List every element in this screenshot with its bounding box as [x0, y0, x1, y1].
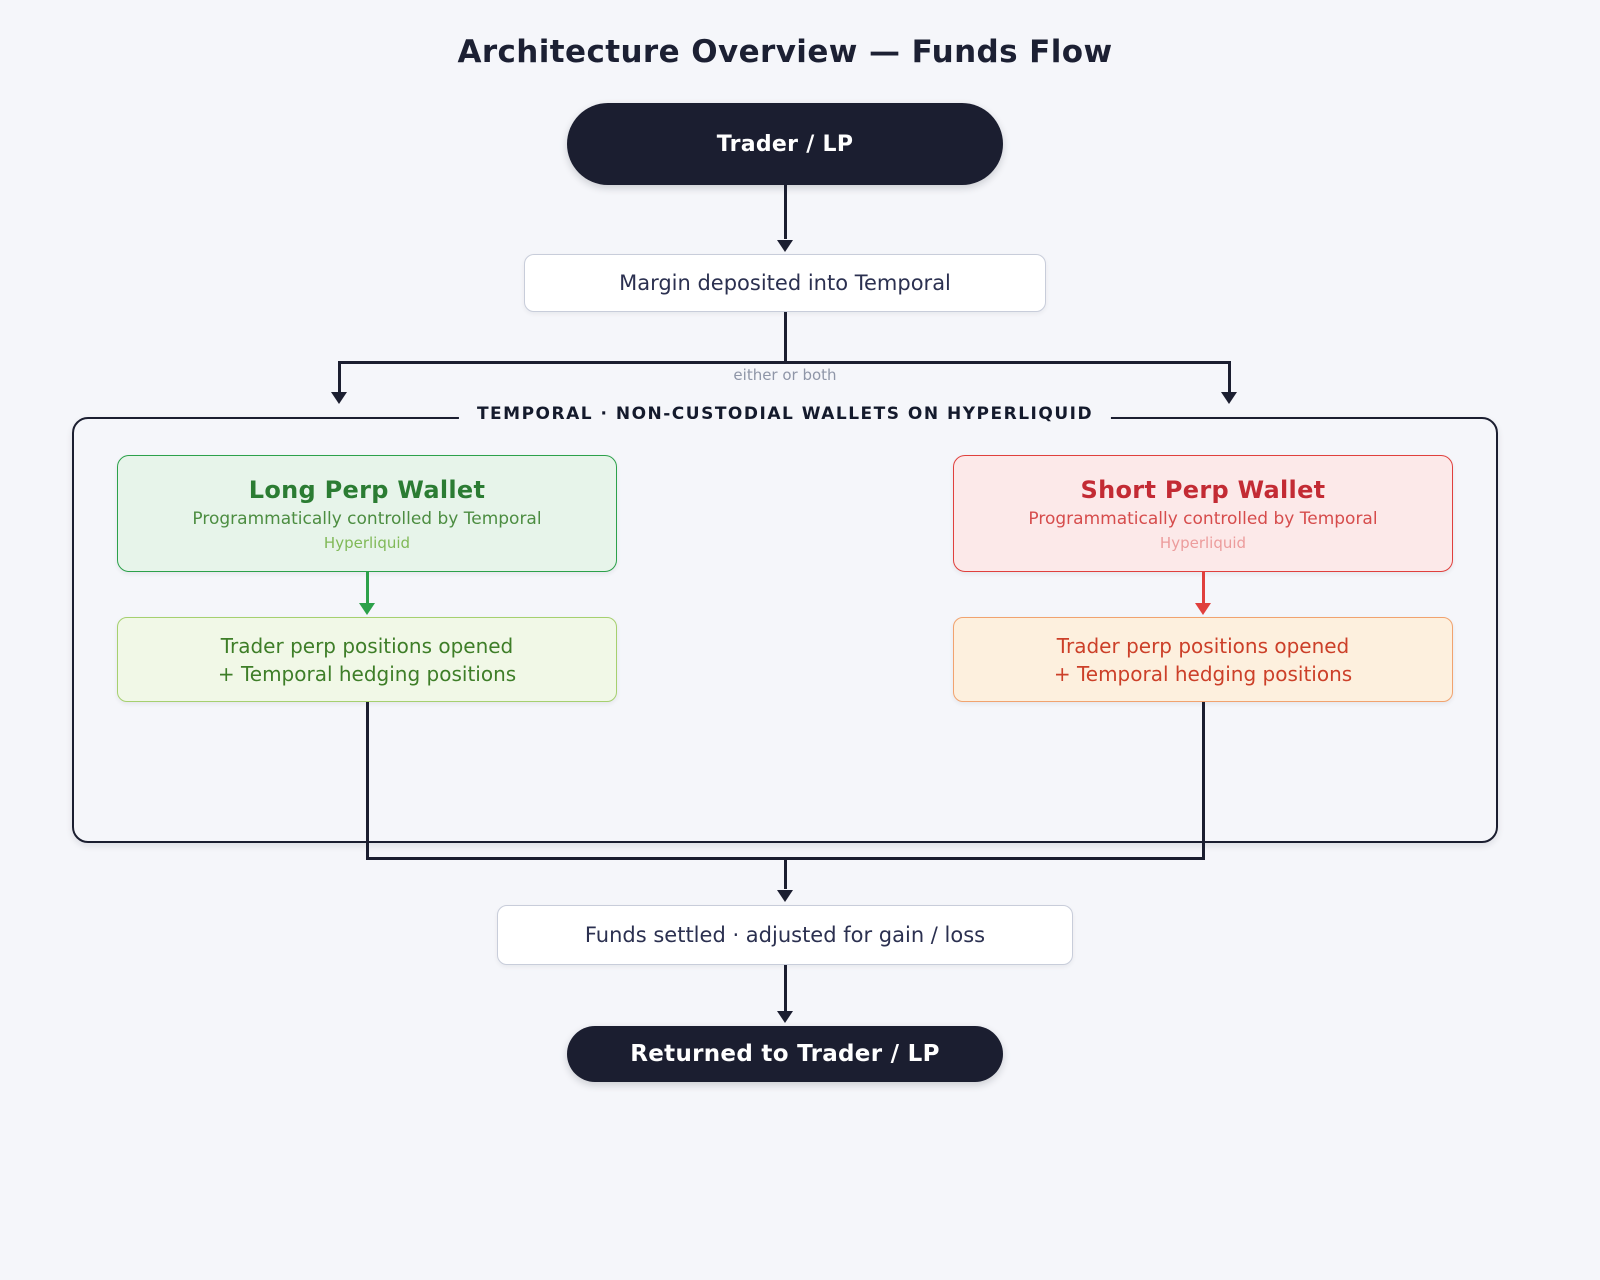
arrowhead-down-icon	[359, 603, 375, 615]
short-wallet-platform: Hyperliquid	[1159, 533, 1247, 552]
node-short-perp-wallet: Short Perp Wallet Programmatically contr…	[953, 455, 1453, 572]
short-wallet-title: Short Perp Wallet	[1080, 475, 1326, 504]
branch-horizontal-line	[338, 361, 1231, 364]
arrowhead-down-icon	[777, 890, 793, 902]
long-positions-line1: Trader perp positions opened	[220, 633, 514, 658]
node-margin-deposited-label: Margin deposited into Temporal	[619, 271, 951, 295]
long-wallet-platform: Hyperliquid	[323, 533, 411, 552]
short-positions-line2: + Temporal hedging positions	[1053, 661, 1353, 686]
branch-left-drop	[337, 361, 341, 393]
connector-settle-to-returned	[783, 965, 787, 1012]
long-wallet-title: Long Perp Wallet	[248, 475, 486, 504]
branch-hint-label: either or both	[733, 366, 837, 384]
page-title: Architecture Overview — Funds Flow	[457, 34, 1113, 70]
connector-short-wallet-to-positions	[1201, 572, 1205, 604]
node-trader-lp: Trader / LP	[567, 103, 1003, 185]
branch-right-drop	[1227, 361, 1231, 393]
node-short-positions: Trader perp positions opened + Temporal …	[953, 617, 1453, 702]
node-returned-to-trader-label: Returned to Trader / LP	[630, 1041, 940, 1067]
connector-margin-to-branch	[783, 312, 787, 361]
node-returned-to-trader: Returned to Trader / LP	[567, 1026, 1003, 1082]
long-positions-line2: + Temporal hedging positions	[217, 661, 517, 686]
connector-trader-to-margin	[783, 185, 787, 239]
node-trader-lp-label: Trader / LP	[716, 131, 854, 157]
short-wallet-subtitle: Programmatically controlled by Temporal	[1028, 508, 1378, 529]
long-wallet-subtitle: Programmatically controlled by Temporal	[192, 508, 542, 529]
arrowhead-down-icon	[777, 240, 793, 252]
node-margin-deposited: Margin deposited into Temporal	[524, 254, 1046, 312]
node-funds-settled-label: Funds settled · adjusted for gain / loss	[584, 923, 986, 947]
arrowhead-down-icon	[1221, 392, 1237, 404]
connector-short-positions-down	[1201, 702, 1205, 860]
connector-long-wallet-to-positions	[365, 572, 369, 604]
connector-long-positions-down	[365, 702, 369, 860]
node-long-perp-wallet: Long Perp Wallet Programmatically contro…	[117, 455, 617, 572]
node-funds-settled: Funds settled · adjusted for gain / loss	[497, 905, 1073, 965]
arrowhead-down-icon	[331, 392, 347, 404]
arrowhead-down-icon	[777, 1011, 793, 1023]
connector-converge-to-settle	[783, 857, 787, 889]
arrowhead-down-icon	[1195, 603, 1211, 615]
node-long-positions: Trader perp positions opened + Temporal …	[117, 617, 617, 702]
short-positions-line1: Trader perp positions opened	[1056, 633, 1350, 658]
temporal-container-label: TEMPORAL · NON-CUSTODIAL WALLETS ON HYPE…	[458, 404, 1112, 424]
